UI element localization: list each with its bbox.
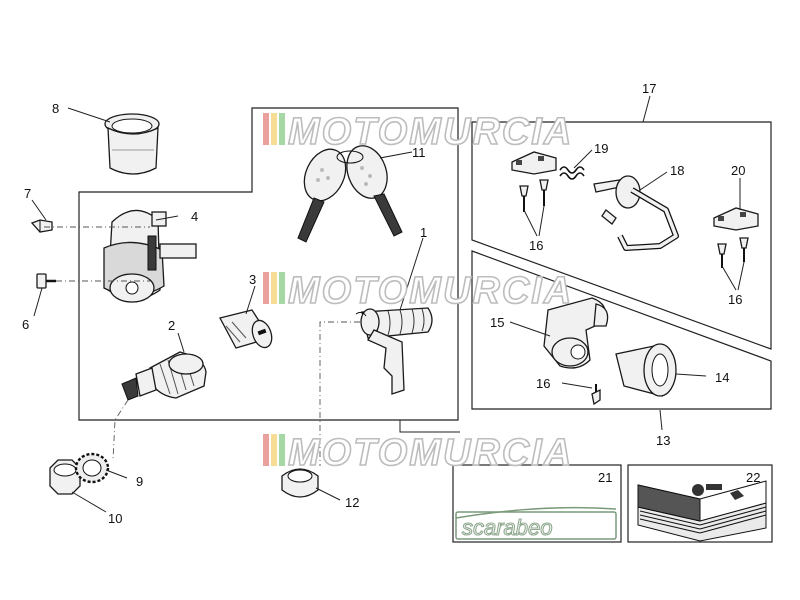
callout-2: 2: [168, 318, 175, 333]
part-19-bracket-left: [511, 151, 557, 175]
part-1-latch: [355, 307, 433, 395]
callout-15: 15: [490, 315, 504, 330]
part-2-switch: [121, 351, 207, 401]
callout-22: 22: [746, 470, 760, 485]
leader-lines: [31, 95, 745, 513]
group-17-frame: [471, 121, 772, 350]
callout-7: 7: [24, 186, 31, 201]
callout-6: 6: [22, 317, 29, 332]
part-16-screws-right: [717, 237, 749, 268]
callout-21: 21: [598, 470, 612, 485]
callout-3: 3: [249, 272, 256, 287]
part-16-screw-bottom: [591, 384, 601, 406]
callout-10: 10: [108, 511, 122, 526]
part-8-sleeve: [104, 113, 160, 175]
part-15-lock-housing: [543, 297, 609, 369]
callout-12: 12: [345, 495, 359, 510]
callout-9: 9: [136, 474, 143, 489]
part-12-nut: [281, 468, 319, 498]
part-9-washer: [74, 452, 110, 484]
part-19-spring: [559, 166, 585, 180]
part-14-bush: [615, 343, 677, 397]
watermark-1: MOTOMURCIA: [263, 110, 573, 154]
logo-swoosh: [455, 506, 617, 519]
part-16-screws-top: [519, 179, 549, 212]
part-11-keys: [297, 145, 403, 243]
callout-16-top: 16: [529, 238, 543, 253]
main-parts-frame: [78, 107, 459, 421]
watermark-3: MOTOMURCIA: [263, 431, 573, 475]
part-18-hook: [593, 175, 679, 251]
callout-14: 14: [715, 370, 729, 385]
group-13-frame: [471, 250, 772, 410]
box-22-frame: [627, 464, 773, 543]
part-20-bracket-right: [713, 207, 759, 231]
box-21-frame: [452, 464, 622, 543]
assembly-axis-lines: [44, 226, 360, 466]
watermark-2: MOTOMURCIA: [263, 269, 573, 313]
manual-booklet: [637, 480, 767, 542]
part-7-screw: [30, 219, 53, 233]
callout-20: 20: [731, 163, 745, 178]
callout-1: 1: [420, 225, 427, 240]
watermark-text-1: MOTOMURCIA: [288, 111, 573, 153]
callout-11: 11: [412, 145, 426, 160]
callout-8: 8: [52, 101, 59, 116]
callout-17: 17: [642, 81, 656, 96]
callout-18: 18: [670, 163, 684, 178]
part-4-lock-body: [103, 209, 197, 303]
scarabeo-logo-text: scarabeo: [462, 515, 553, 540]
callout-16-right: 16: [728, 292, 742, 307]
callout-13: 13: [656, 433, 670, 448]
part-10-hex-nut: [49, 459, 81, 495]
callout-16-bottom: 16: [536, 376, 550, 391]
callout-19: 19: [594, 141, 608, 156]
part-3-cylinder: [219, 309, 273, 349]
callout-numbers: 8 4 7 6 11 3 1 2 9 10 12 13 17 18 19 20 …: [22, 81, 760, 526]
part-6-screw: [36, 273, 56, 289]
watermark-text-2: MOTOMURCIA: [288, 270, 573, 312]
watermark-text-3: MOTOMURCIA: [288, 432, 573, 474]
callout-4: 4: [191, 209, 198, 224]
scarabeo-logo-plate: [455, 511, 617, 540]
